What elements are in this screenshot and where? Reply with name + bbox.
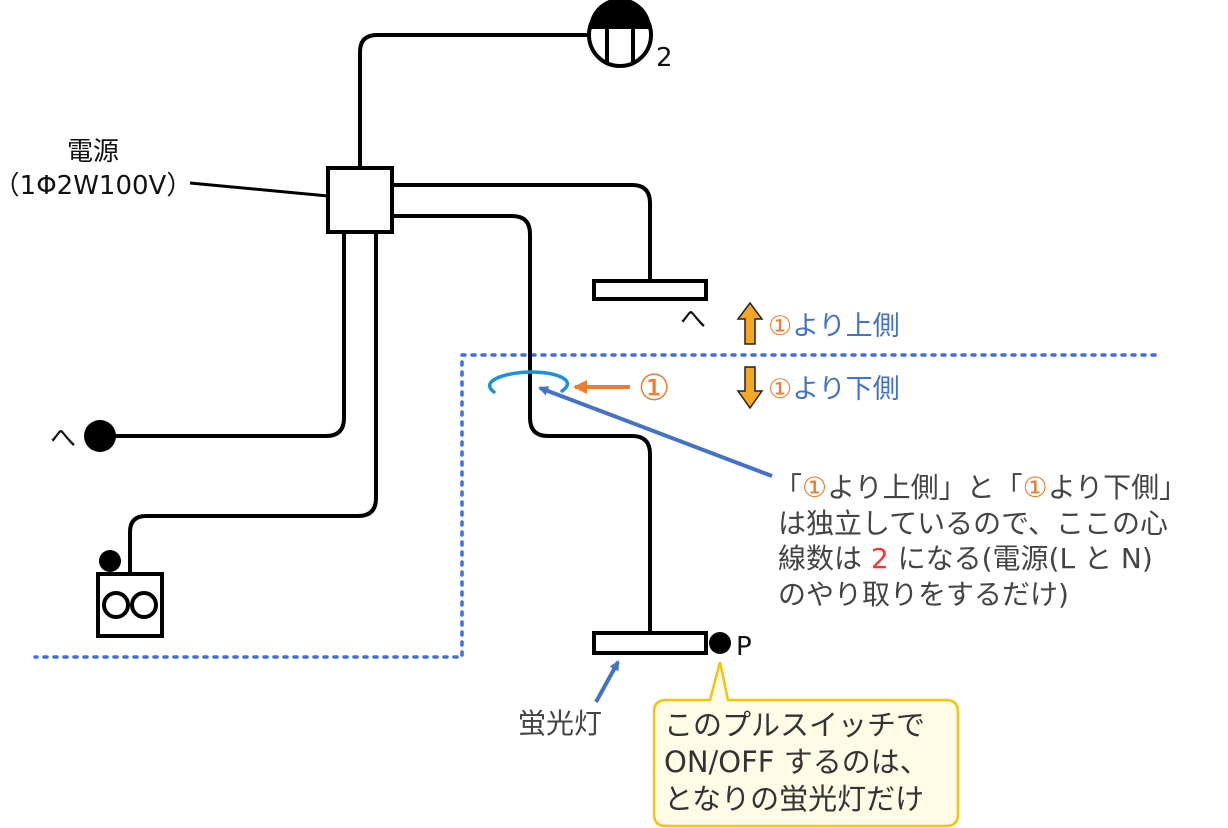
wire-marker-ring-icon: [488, 370, 570, 394]
callout-line-1: このプルスイッチで: [664, 708, 925, 742]
left-he-label: へ: [50, 424, 76, 454]
down-arrow-icon: [736, 366, 764, 410]
callout-line-2: ON/OFF するのは、: [664, 745, 929, 779]
note-line-1: 「①より上側」と「①より下側」: [774, 471, 1187, 504]
wire-to-ceiling-light: [358, 33, 590, 168]
up-arrow-icon: [736, 301, 764, 345]
ceiling-light-icon: [587, 0, 653, 68]
fluorescent-pointer-arrow: [594, 660, 620, 703]
pull-switch-dot-icon: [709, 632, 731, 654]
pull-switch-callout: このプルスイッチで ON/OFF するのは、 となりの蛍光灯だけ: [652, 661, 960, 828]
wires: [102, 33, 652, 633]
wire-to-outlet: [128, 232, 378, 574]
power-label-line2: （1Φ2W100V）: [0, 171, 192, 201]
explanation-note: 「①より上側」と「①より下側」 は独立しているので、ここの心 線数は 2 になる…: [774, 471, 1187, 611]
lamp-count-label: 2: [656, 43, 673, 73]
upper-side-label: ①より上側: [768, 311, 900, 342]
wire-to-upper-fluorescent: [392, 183, 652, 281]
upper-fluorescent-fixture: [592, 279, 708, 301]
note-line-4: のやり取りをするだけ): [778, 578, 1069, 611]
power-leader-line: [189, 181, 329, 198]
wire-to-left-he: [102, 232, 346, 438]
boundary-dotted-line: [33, 353, 1157, 659]
left-he-dot-icon: [84, 420, 116, 452]
lower-side-label: ①より下側: [768, 374, 900, 405]
note-pointer-arrow: [538, 386, 773, 478]
wire-to-lower-fluorescent: [392, 214, 652, 633]
callout-line-3: となりの蛍光灯だけ: [664, 782, 924, 816]
p-label: P: [736, 632, 752, 662]
lower-fluorescent-fixture: [592, 631, 708, 655]
duplex-outlet-icon: [96, 550, 164, 638]
note-line-2: は独立しているので、ここの心: [778, 507, 1168, 540]
note-line-3: 線数は 2 になる(電源(L と N): [778, 542, 1153, 575]
junction-box: [326, 166, 394, 234]
upper-he-label: へ: [680, 305, 706, 335]
circle-one-label: ①: [638, 368, 670, 409]
fluorescent-label: 蛍光灯: [518, 707, 602, 740]
power-label-line1: 電源: [67, 137, 119, 167]
